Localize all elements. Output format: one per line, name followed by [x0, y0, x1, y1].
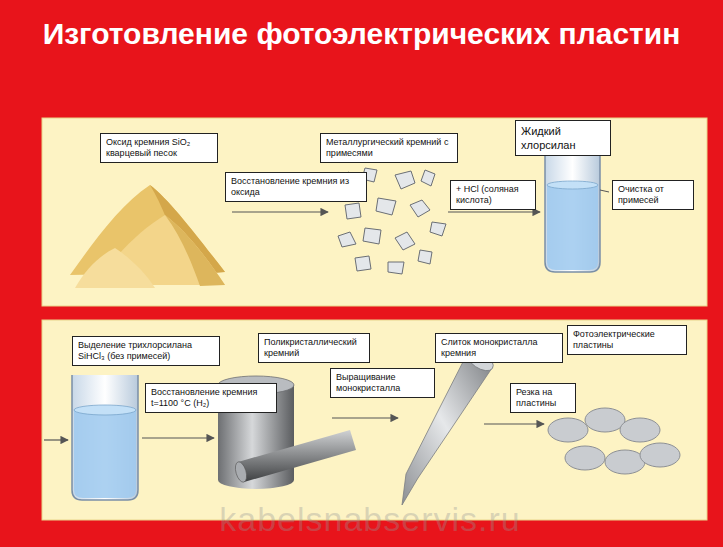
label-box: + HCl (соляная кислота): [450, 180, 536, 210]
beaker: [545, 150, 600, 272]
page-title: Изготовление фотоэлектрических пластин: [40, 12, 683, 56]
box-text: + HCl (соляная кислота): [456, 184, 530, 206]
box-text: Восстановление кремния из оксида: [231, 176, 361, 198]
label-box: Фотоэлектрические пластины: [567, 325, 687, 355]
watermark: kabelsnabservis.ru: [110, 500, 630, 539]
panel: [42, 118, 707, 306]
box-text: Резка на пластины: [516, 387, 570, 409]
box-text: Восстановление кремния t=1100 °C (H₂): [151, 387, 271, 409]
label-box: Выделение трихлорсилана SiHCl₃ (без прим…: [72, 336, 220, 366]
box-text: Слиток монокристалла кремния: [441, 337, 557, 359]
label-box: Очистка от примесей: [612, 180, 694, 210]
label-box: Металлургический кремний с примесями: [320, 133, 458, 163]
box-text: Поликристаллический кремний: [264, 337, 364, 359]
box-text: Фотоэлектрические пластины: [573, 329, 681, 351]
box-text: Выделение трихлорсилана SiHCl₃ (без прим…: [78, 340, 214, 362]
box-text: Очистка от примесей: [618, 184, 688, 206]
label-box: Выращивание монокристалла: [330, 368, 435, 398]
box-text: Металлургический кремний с примесями: [326, 137, 452, 159]
label-box: Резка на пластины: [510, 383, 576, 413]
beaker: [72, 375, 138, 500]
box-text: Выращивание монокристалла: [336, 372, 429, 394]
panel: [42, 320, 707, 520]
label-box: Восстановление кремния из оксида: [225, 172, 367, 202]
label-box: Поликристаллический кремний: [258, 333, 370, 363]
label-box: Жидкий хлорсилан: [515, 120, 611, 156]
label-box: Слиток монокристалла кремния: [435, 333, 563, 363]
leader-line: [600, 190, 609, 192]
process-arrow: [44, 212, 544, 440]
box-text: Жидкий хлорсилан: [521, 124, 605, 152]
sand-piles: [70, 185, 225, 288]
wafers: [548, 408, 680, 474]
box-text: Оксид кремния SiO₂ кварцевый песок: [106, 137, 212, 159]
label-box: Восстановление кремния t=1100 °C (H₂): [145, 383, 277, 413]
label-box: Оксид кремния SiO₂ кварцевый песок: [100, 133, 218, 163]
